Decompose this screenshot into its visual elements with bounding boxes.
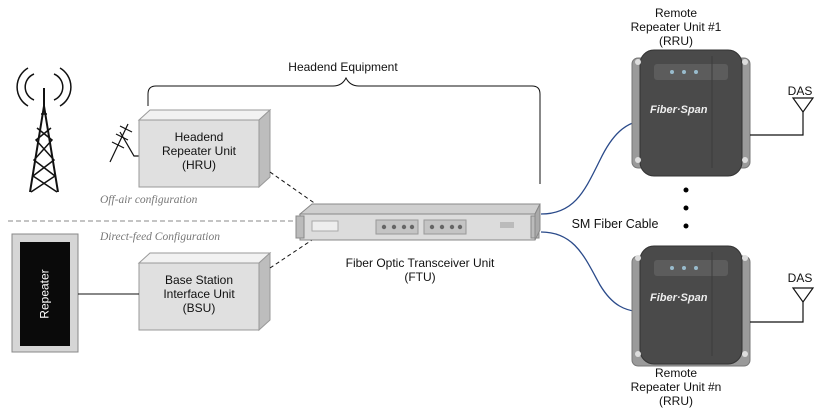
bsu-label-line3: (BSU) xyxy=(182,301,216,315)
rru-n-label-line2: Repeater Unit #n xyxy=(630,380,722,394)
hru-label-line2: Repeater Unit xyxy=(161,144,237,158)
cell-tower-icon xyxy=(16,67,72,193)
rru-n-device xyxy=(631,245,751,367)
das-antenna-bottom-icon xyxy=(750,287,815,323)
rru-n-label: Remote Repeater Unit #n (RRU) xyxy=(611,366,741,408)
rru-1-label-line2: Repeater Unit #1 xyxy=(630,20,722,34)
rru-1-label: Remote Repeater Unit #1 (RRU) xyxy=(611,6,741,48)
rru-1-label-line1: Remote xyxy=(654,6,698,20)
ftu-label-line1: Fiber Optic Transceiver Unit xyxy=(345,256,495,270)
fiber-cable-top xyxy=(540,119,646,215)
das-top-label: DAS xyxy=(787,84,813,98)
rru-1-label-line3: (RRU) xyxy=(659,34,693,48)
ftu-label-line2: (FTU) xyxy=(404,270,436,284)
bsu-label-line1: Base Station xyxy=(164,273,234,287)
hru-label-line1: Headend xyxy=(174,130,224,144)
hru-label-line3: (HRU) xyxy=(182,158,216,172)
bsu-label: Base Station Interface Unit (BSU) xyxy=(139,273,259,315)
ftu-label: Fiber Optic Transceiver Unit (FTU) xyxy=(330,256,510,284)
das-bottom-label: DAS xyxy=(787,271,813,285)
bsu-ftu-link xyxy=(269,235,319,269)
repeater-cabinet xyxy=(11,233,79,353)
repeater-cabinet-label-wrap: Repeater xyxy=(20,242,70,346)
bsu-label-line2: Interface Unit xyxy=(163,287,235,301)
fiber-cable-bottom xyxy=(540,231,646,313)
sm-fiber-cable-label: SM Fiber Cable xyxy=(571,217,659,231)
das-antenna-top-icon xyxy=(750,97,815,136)
repeater-cabinet-label: Repeater xyxy=(38,269,52,319)
hru-box xyxy=(137,108,272,189)
headend-bracket xyxy=(147,76,541,184)
ellipsis-dots xyxy=(683,187,689,229)
rru-n-label-line3: (RRU) xyxy=(659,394,693,408)
rru-n-label-line1: Remote xyxy=(654,366,698,380)
bsu-box xyxy=(137,251,272,332)
rru-1-brand-logo: Fiber·Span xyxy=(650,104,708,116)
off-air-configuration-label: Off-air configuration xyxy=(100,194,198,206)
rru-1-device xyxy=(631,49,751,177)
rru-n-brand-logo: Fiber·Span xyxy=(650,292,708,304)
headend-equipment-label: Headend Equipment xyxy=(288,60,398,74)
hru-ftu-link xyxy=(269,171,321,208)
ftu-rack-unit xyxy=(295,203,541,241)
direct-feed-configuration-label: Direct-feed Configuration xyxy=(100,231,220,243)
hru-label: Headend Repeater Unit (HRU) xyxy=(139,130,259,172)
